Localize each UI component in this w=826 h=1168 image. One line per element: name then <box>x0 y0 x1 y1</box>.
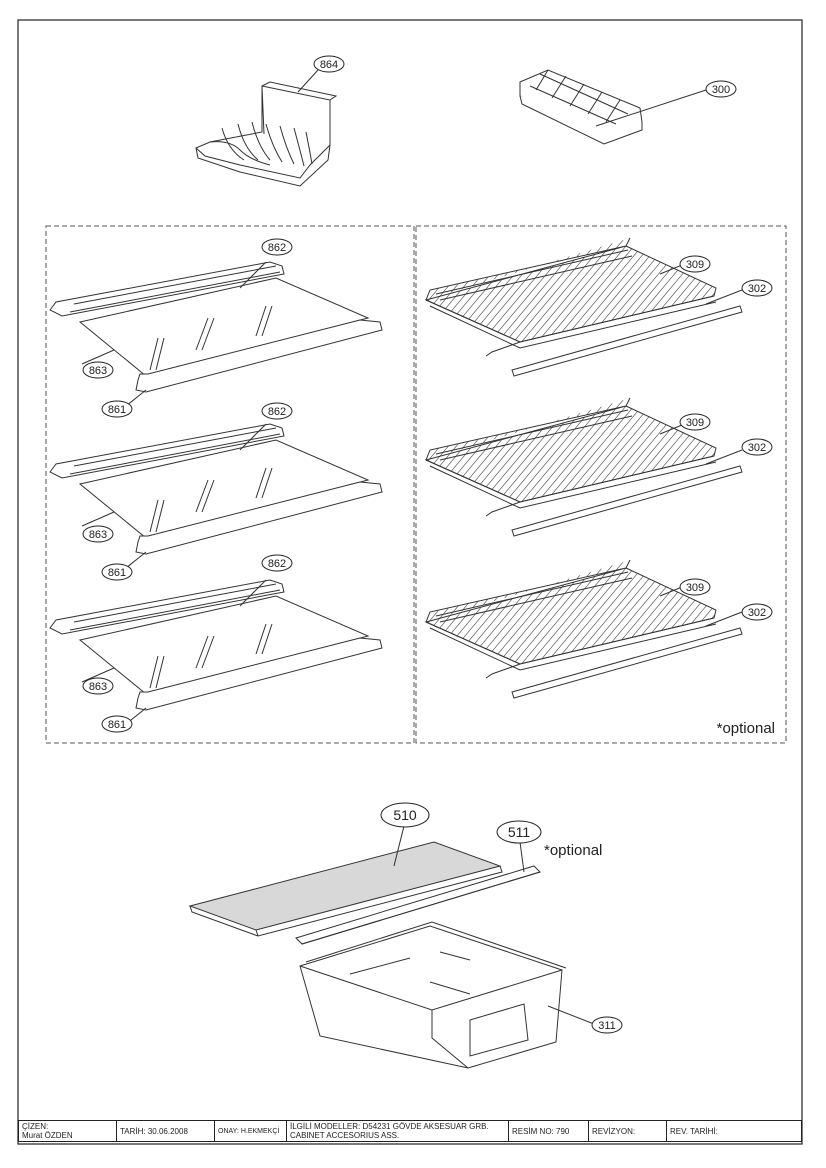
title-block: ÇİZEN: Murat ÖZDEN TARİH: 30.06.2008 ONA… <box>18 1120 802 1142</box>
wire-shelves-panel <box>415 225 787 744</box>
rev-date-value: REV. TARİHİ: <box>670 1126 718 1136</box>
drawing-no-value: RESİM NO: 790 <box>512 1126 570 1136</box>
callout-302-b: 302 <box>741 438 773 456</box>
svg-text:302: 302 <box>748 283 766 295</box>
callout-863-c: 863 <box>82 677 114 695</box>
svg-text:309: 309 <box>686 417 704 429</box>
date-value: TARİH: 30.06.2008 <box>120 1126 188 1136</box>
callout-862-b: 862 <box>261 402 293 420</box>
callout-309-a: 309 <box>679 255 711 273</box>
drawn-by-label: ÇİZEN: <box>22 1122 49 1131</box>
optional-note-wire: *optional <box>717 720 775 737</box>
callout-311: 311 <box>591 1016 623 1034</box>
svg-text:311: 311 <box>598 1020 616 1032</box>
svg-text:862: 862 <box>268 242 286 254</box>
svg-text:510: 510 <box>393 807 417 823</box>
svg-text:309: 309 <box>686 582 704 594</box>
svg-text:862: 862 <box>268 406 286 418</box>
callout-861-b: 861 <box>101 563 133 581</box>
svg-text:302: 302 <box>748 607 766 619</box>
cover-trim <box>295 841 541 945</box>
drawing-no-cell: RESİM NO: 790 <box>509 1121 589 1141</box>
bottle-rack <box>195 69 338 187</box>
callout-862-a: 862 <box>261 238 293 256</box>
callout-861-c: 861 <box>101 715 133 733</box>
callout-302-a: 302 <box>741 279 773 297</box>
drawn-by-cell: ÇİZEN: Murat ÖZDEN <box>19 1121 117 1141</box>
revision-value: REVİZYON: <box>592 1126 636 1136</box>
svg-text:861: 861 <box>108 719 126 731</box>
svg-text:862: 862 <box>268 558 286 570</box>
callout-861-a: 861 <box>101 400 133 418</box>
revision-cell: REVİZYON: <box>589 1121 667 1141</box>
callout-309-b: 309 <box>679 413 711 431</box>
callout-302-c: 302 <box>741 603 773 621</box>
svg-text:861: 861 <box>108 567 126 579</box>
svg-text:863: 863 <box>89 529 107 541</box>
svg-text:863: 863 <box>89 681 107 693</box>
callout-510: 510 <box>380 802 430 828</box>
crisper-drawer <box>299 921 595 1069</box>
models-cell: İLGİLİ MODELLER: D54231 GÖVDE AKSESUAR G… <box>287 1121 509 1141</box>
date-cell: TARİH: 30.06.2008 <box>117 1121 215 1141</box>
svg-text:300: 300 <box>712 84 730 96</box>
models-line1: İLGİLİ MODELLER: D54231 GÖVDE AKSESUAR G… <box>290 1122 489 1131</box>
approved-cell: ONAY: H.EKMEKÇİ <box>215 1121 287 1141</box>
svg-text:864: 864 <box>320 59 338 71</box>
models-line2: CABINET ACCESORIUS ASS. <box>290 1131 400 1140</box>
svg-text:511: 511 <box>508 824 531 840</box>
drawing-border <box>17 19 803 1145</box>
callout-300: 300 <box>705 80 737 98</box>
rev-date-cell: REV. TARİHİ: <box>667 1121 801 1141</box>
optional-note-trim: *optional <box>544 842 602 859</box>
ice-tray <box>519 69 643 145</box>
crisper-cover <box>188 825 503 937</box>
svg-text:861: 861 <box>108 404 126 416</box>
svg-text:309: 309 <box>686 259 704 271</box>
callout-862-c: 862 <box>261 554 293 572</box>
callout-309-c: 309 <box>679 578 711 596</box>
callout-863-a: 863 <box>82 361 114 379</box>
callout-863-b: 863 <box>82 525 114 543</box>
svg-text:863: 863 <box>89 365 107 377</box>
glass-shelves-panel <box>45 225 415 744</box>
approved-value: ONAY: H.EKMEKÇİ <box>218 1127 280 1135</box>
drawn-by-value: Murat ÖZDEN <box>22 1131 73 1140</box>
callout-511: 511 <box>496 820 542 844</box>
callout-864: 864 <box>313 55 345 73</box>
svg-text:302: 302 <box>748 442 766 454</box>
